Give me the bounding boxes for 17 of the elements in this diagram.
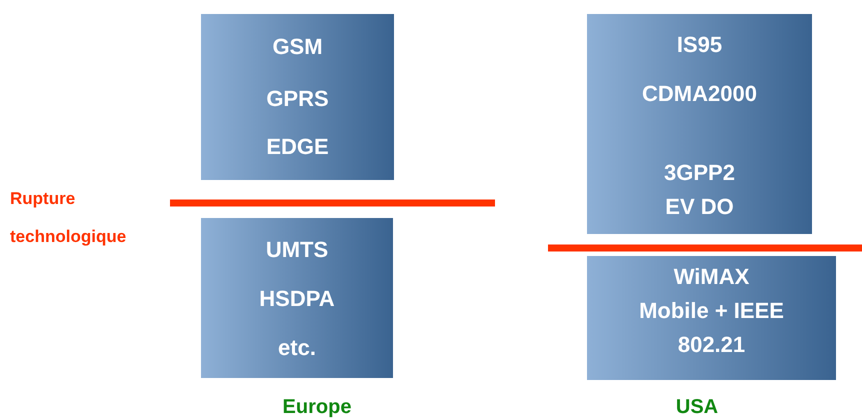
standard-name: GSM <box>271 33 324 61</box>
standard-box <box>201 218 393 378</box>
standard-name: CDMA2000 <box>641 80 758 108</box>
standard-name: IS95 <box>676 31 724 59</box>
divider-note: Rupture technologique <box>10 188 128 248</box>
standard-name: UMTS <box>264 236 330 264</box>
standard-name: 3GPP2 EV DO <box>663 159 736 221</box>
standard-name: WiMAX Mobile + IEEE 802.21 <box>638 263 784 359</box>
standard-box <box>587 14 812 234</box>
standard-name: etc. <box>277 334 317 362</box>
region-label: Europe <box>282 395 352 419</box>
standard-name: EDGE <box>265 133 330 161</box>
standard-name: GPRS <box>265 85 330 113</box>
standard-box <box>587 256 836 380</box>
standard-name: HSDPA <box>258 285 336 313</box>
region-label: USA <box>674 395 720 419</box>
standard-box <box>201 14 394 180</box>
